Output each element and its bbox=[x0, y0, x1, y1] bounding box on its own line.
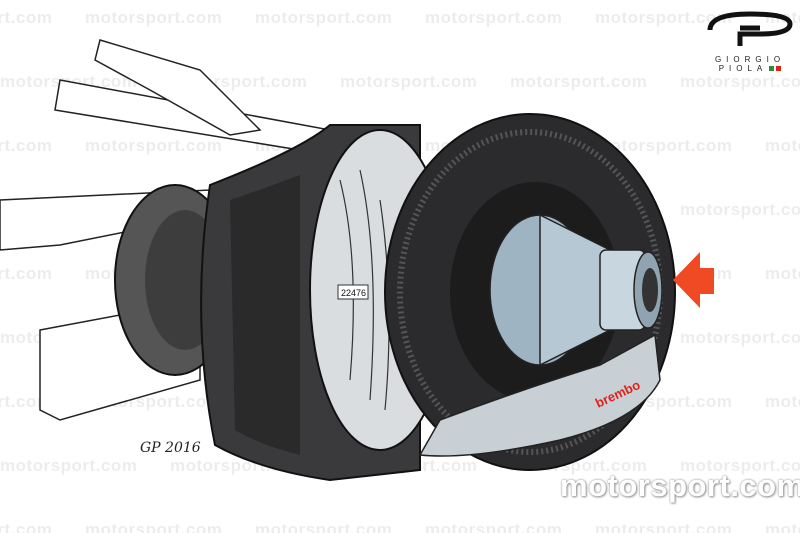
logo-line1: GIORGIO bbox=[714, 55, 786, 64]
watermark-tile: motorsport.com bbox=[510, 72, 648, 91]
motorsport-watermark: motorsport.com bbox=[560, 468, 800, 503]
watermark-tile: motorsport.com bbox=[765, 264, 800, 283]
gp-logo-icon bbox=[707, 11, 793, 46]
watermark-tile: motorsport.com bbox=[680, 456, 800, 475]
watermark-tile: motorsport.com bbox=[0, 520, 53, 533]
watermark-tile: motorsport.com bbox=[255, 520, 393, 533]
watermark-tile: motorsport.com bbox=[85, 136, 223, 155]
watermark-tile: motorsport.com bbox=[595, 8, 733, 27]
watermark-tile: motorsport.com bbox=[765, 392, 800, 411]
watermark-tile: motorsport.com bbox=[85, 520, 223, 533]
watermark-tile: motorsport.com bbox=[340, 72, 478, 91]
watermark-tile: motorsport.com bbox=[0, 8, 53, 27]
watermark-tile: motorsport.com bbox=[765, 520, 800, 533]
watermark-tile: motorsport.com bbox=[85, 8, 223, 27]
watermark-tile: motorsport.com bbox=[680, 328, 800, 347]
logo-line2: PIOLA bbox=[700, 64, 800, 73]
watermark-tile: motorsport.com bbox=[680, 72, 800, 91]
drive-socket bbox=[642, 268, 658, 312]
watermark-tile: motorsport.com bbox=[0, 264, 53, 283]
watermark-tile: motorsport.com bbox=[425, 520, 563, 533]
watermark-tile: motorsport.com bbox=[595, 136, 733, 155]
watermark-tile: motorsport.com bbox=[595, 520, 733, 533]
brake-caliper bbox=[418, 333, 661, 457]
watermark-tile: motorsport.com bbox=[0, 456, 138, 475]
watermark-tile: motorsport.com bbox=[0, 392, 53, 411]
watermark-tile: motorsport.com bbox=[425, 8, 563, 27]
giorgio-piola-logo: GIORGIO PIOLA bbox=[700, 8, 800, 88]
watermark-tile: motorsport.com bbox=[680, 200, 800, 219]
watermark-tile: motorsport.com bbox=[765, 136, 800, 155]
watermark-tile: motorsport.com bbox=[0, 136, 53, 155]
red-arrow-icon bbox=[673, 252, 714, 308]
watermark-tile: motorsport.com bbox=[255, 8, 393, 27]
artist-signature: GP 2016 bbox=[140, 440, 201, 456]
caliper-number: 22476 bbox=[341, 288, 366, 298]
